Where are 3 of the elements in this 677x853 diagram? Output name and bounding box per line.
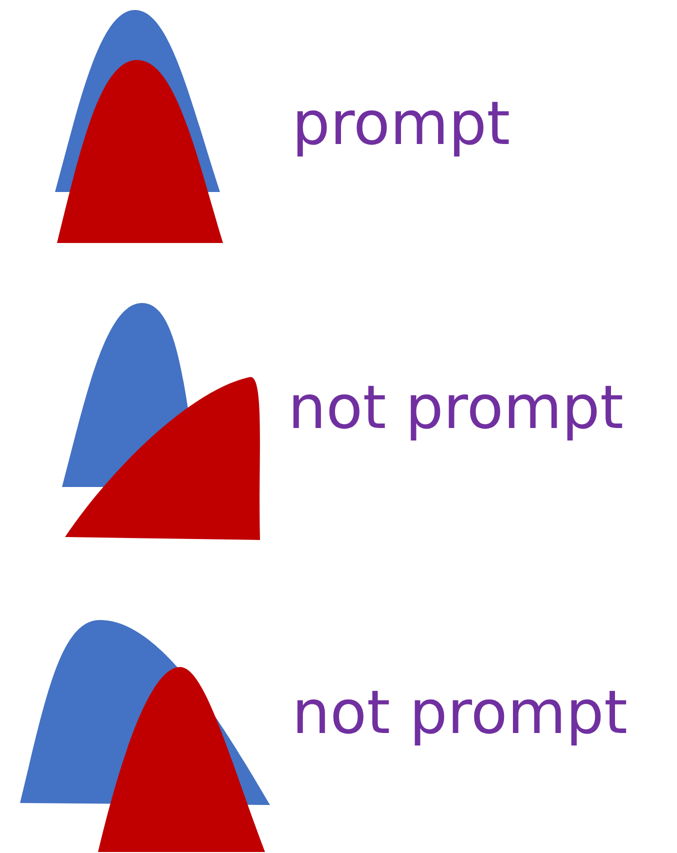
label-text: prompt [292, 88, 510, 160]
label-text: not prompt [288, 372, 624, 444]
label-text: not prompt [292, 677, 628, 749]
